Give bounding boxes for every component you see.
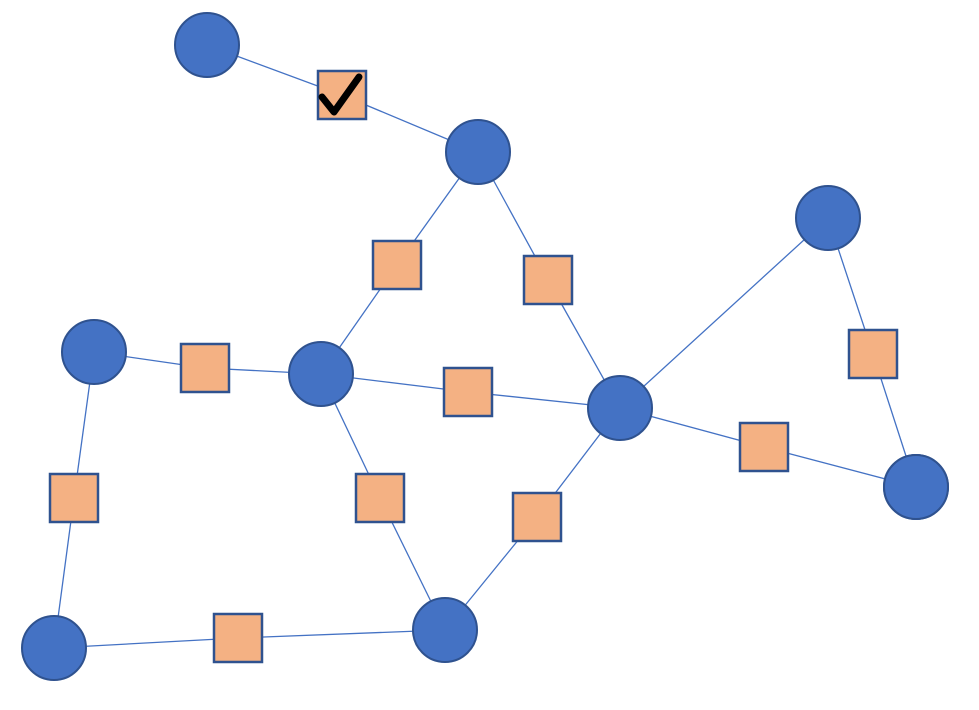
variable-node-v8 [883,454,949,520]
factor-square [179,342,231,394]
variable-node-v3 [61,319,127,385]
factor-square [522,254,574,306]
factor-node-f7 [354,472,406,524]
variable-node-v4 [288,341,354,407]
check-icon [318,73,363,116]
factor-node-f1 [316,69,368,121]
variable-nodes-layer [21,12,949,681]
factor-node-f2 [371,239,423,291]
variable-node-v10 [412,597,478,663]
variable-node-v5 [587,375,653,441]
factor-node-f3 [522,254,574,306]
factor-square [212,612,264,664]
factor-square [48,472,100,524]
factor-square [442,366,494,418]
factor-node-f8 [511,491,563,543]
variable-node-v1 [174,12,240,78]
factor-node-f6 [48,472,100,524]
factor-node-f4 [179,342,231,394]
factor-square [847,328,899,380]
factor-node-f11 [847,328,899,380]
edge-f9-v10 [237,629,446,639]
factor-square [511,491,563,543]
variable-node-v9 [21,615,87,681]
factor-square [738,421,790,473]
factor-square [371,239,423,291]
factor-square [354,472,406,524]
factor-node-f9 [212,612,264,664]
factor-node-f10 [738,421,790,473]
factors-layer [48,69,899,664]
edge-v5-v6 [619,217,829,409]
factor-node-f5 [442,366,494,418]
variable-node-v6 [795,185,861,251]
variable-node-v2 [445,119,511,185]
